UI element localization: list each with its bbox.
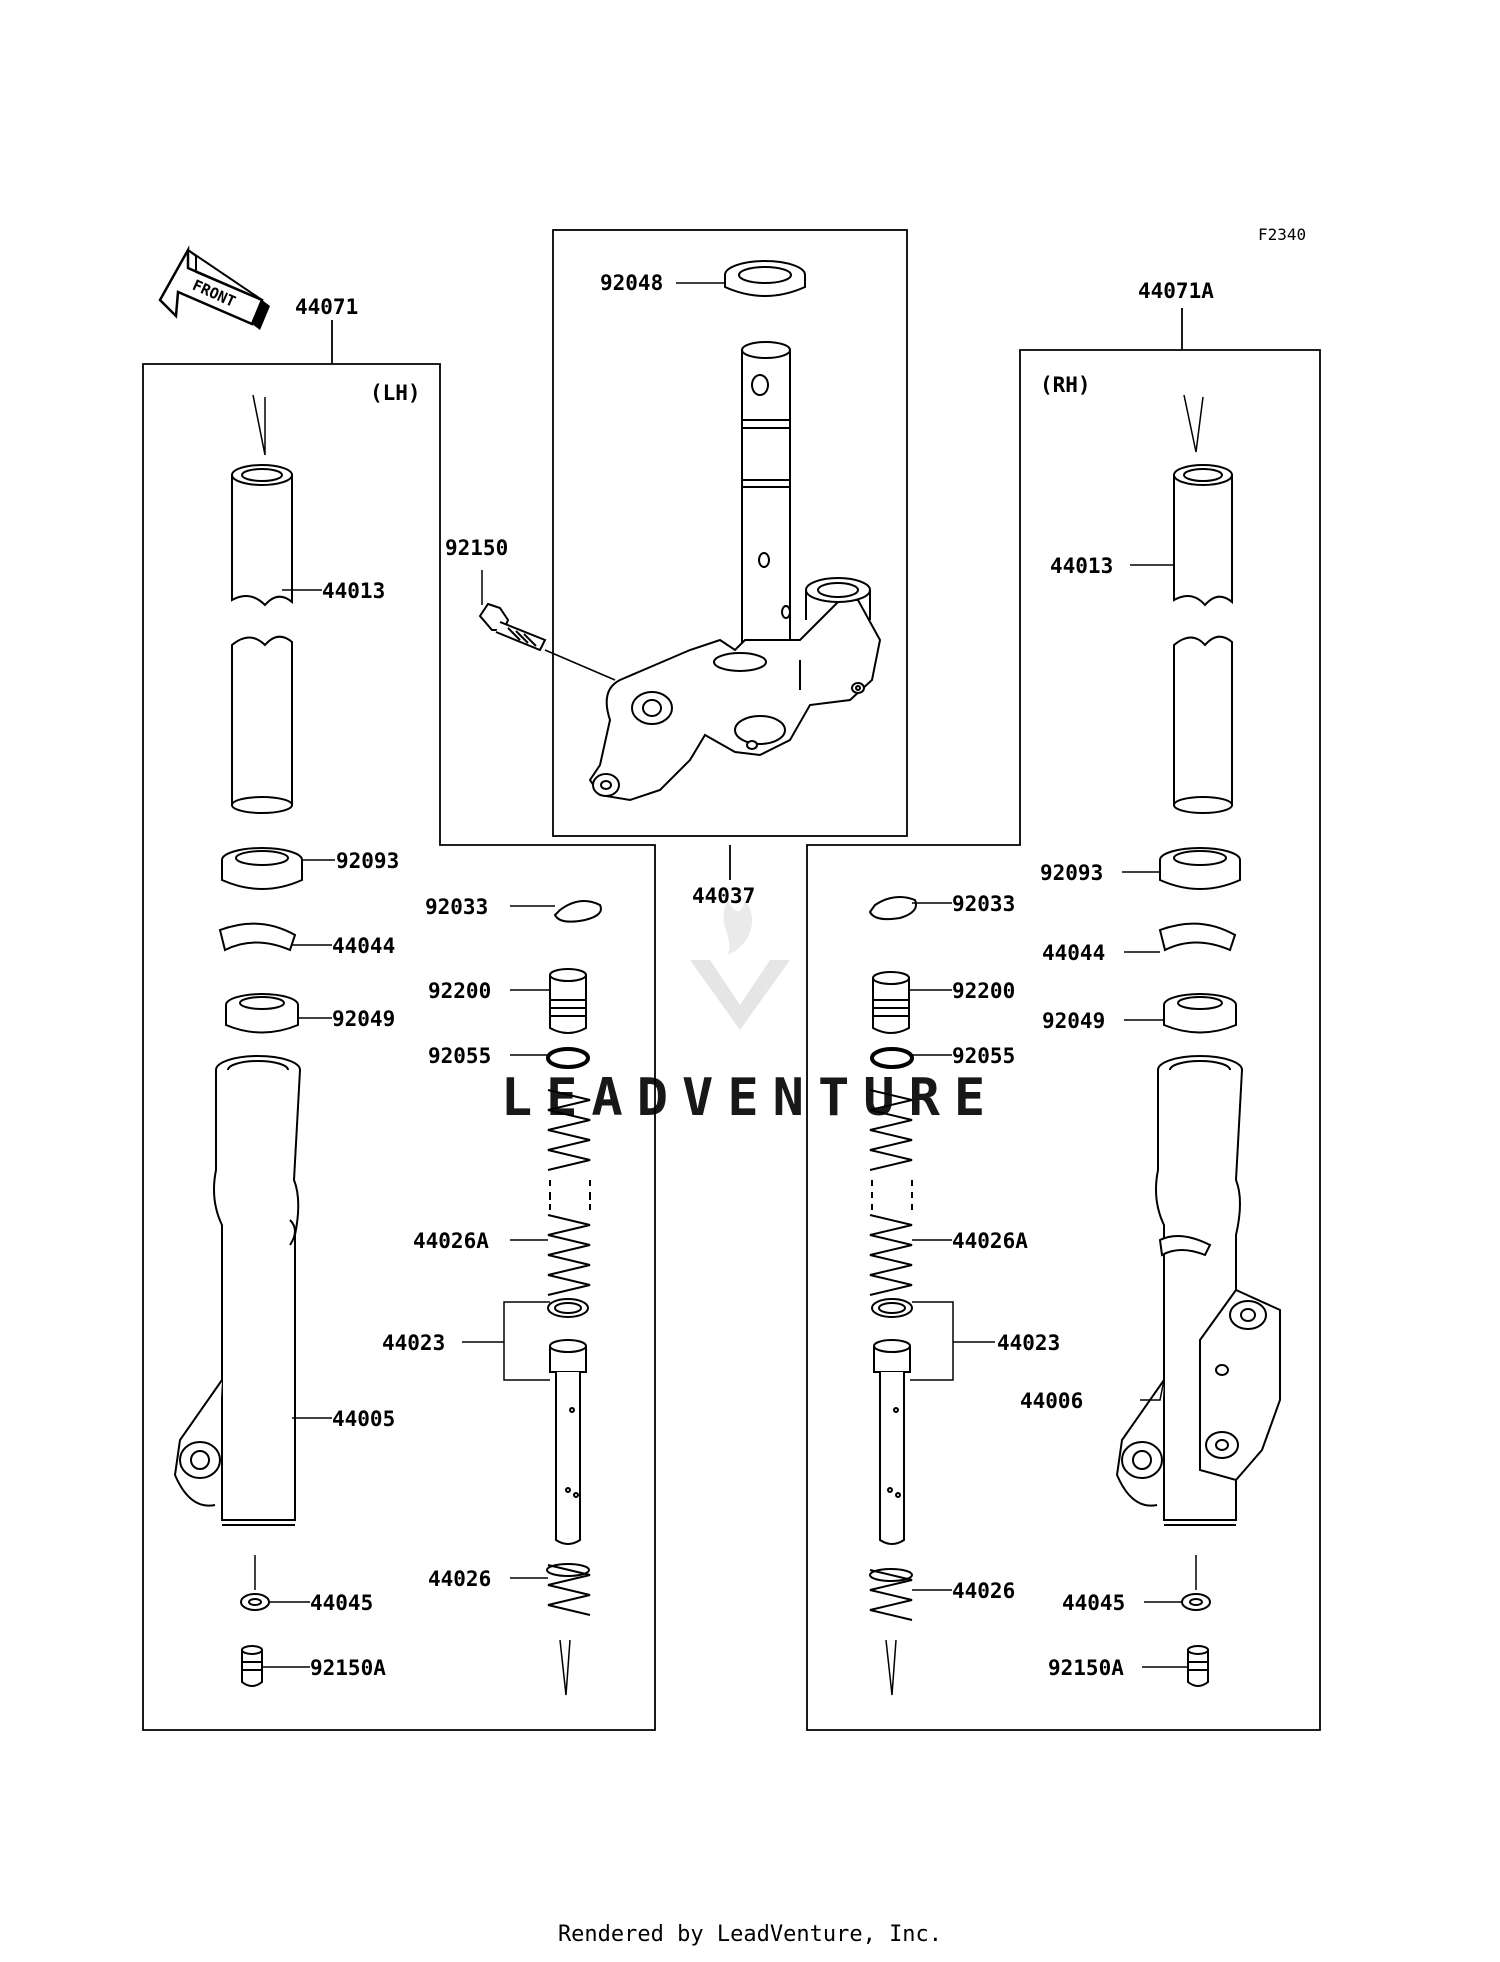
label-lh-44026: 44026	[428, 1567, 491, 1591]
label-rh-92150A: 92150A	[1048, 1656, 1124, 1680]
rh-internals-drawing	[868, 895, 917, 1696]
stem-assembly-number: 44037	[692, 884, 755, 908]
front-arrow-icon: FRONT	[158, 245, 270, 330]
label-lh-44045: 44045	[310, 1591, 373, 1615]
watermark-text: LEADVENTURE	[501, 1068, 999, 1128]
lh-fork-drawing	[173, 394, 303, 1687]
label-rh-92049: 92049	[1042, 1009, 1105, 1033]
label-rh-92055: 92055	[952, 1044, 1015, 1068]
footer-credit: Rendered by LeadVenture, Inc.	[557, 1922, 943, 1947]
label-lh-92200: 92200	[428, 979, 491, 1003]
label-44005: 44005	[332, 1407, 395, 1431]
part-labels: 92048 92150 44013 92093 44044 92049 4400…	[310, 271, 1125, 1680]
label-lh-44023: 44023	[382, 1331, 445, 1355]
label-rh-44044: 44044	[1042, 941, 1105, 965]
label-92048: 92048	[600, 271, 663, 295]
lh-assembly-number: 44071	[295, 295, 358, 319]
label-rh-44045: 44045	[1062, 1591, 1125, 1615]
lh-assembly-box	[142, 363, 656, 1731]
label-rh-92033: 92033	[952, 892, 1015, 916]
stem-assembly-box	[552, 229, 908, 837]
label-lh-92033: 92033	[425, 895, 488, 919]
label-rh-92200: 92200	[952, 979, 1015, 1003]
steering-stem-drawing	[478, 260, 882, 802]
label-lh-92093: 92093	[336, 849, 399, 873]
label-rh-44026: 44026	[952, 1579, 1015, 1603]
rh-fork-drawing	[1115, 394, 1281, 1687]
label-44006: 44006	[1020, 1389, 1083, 1413]
label-rh-44026A: 44026A	[952, 1229, 1028, 1253]
label-lh-44026A: 44026A	[413, 1229, 489, 1253]
rh-side-label: (RH)	[1040, 373, 1091, 397]
label-92150: 92150	[445, 536, 508, 560]
rh-assembly-number: 44071A	[1138, 279, 1214, 303]
leader-lines	[262, 282, 1188, 1668]
label-lh-44013: 44013	[322, 579, 385, 603]
label-lh-44044: 44044	[332, 934, 395, 958]
figure-code: F2340	[1258, 225, 1306, 244]
lh-side-label: (LH)	[370, 381, 421, 405]
label-rh-92093: 92093	[1040, 861, 1103, 885]
label-lh-92150A: 92150A	[310, 1656, 386, 1680]
lh-internals-drawing	[546, 900, 602, 1696]
rh-assembly-box	[806, 349, 1321, 1731]
label-rh-44023: 44023	[997, 1331, 1060, 1355]
label-rh-44013: 44013	[1050, 554, 1113, 578]
assembly-boxes	[142, 229, 1321, 1731]
label-lh-92055: 92055	[428, 1044, 491, 1068]
label-lh-92049: 92049	[332, 1007, 395, 1031]
